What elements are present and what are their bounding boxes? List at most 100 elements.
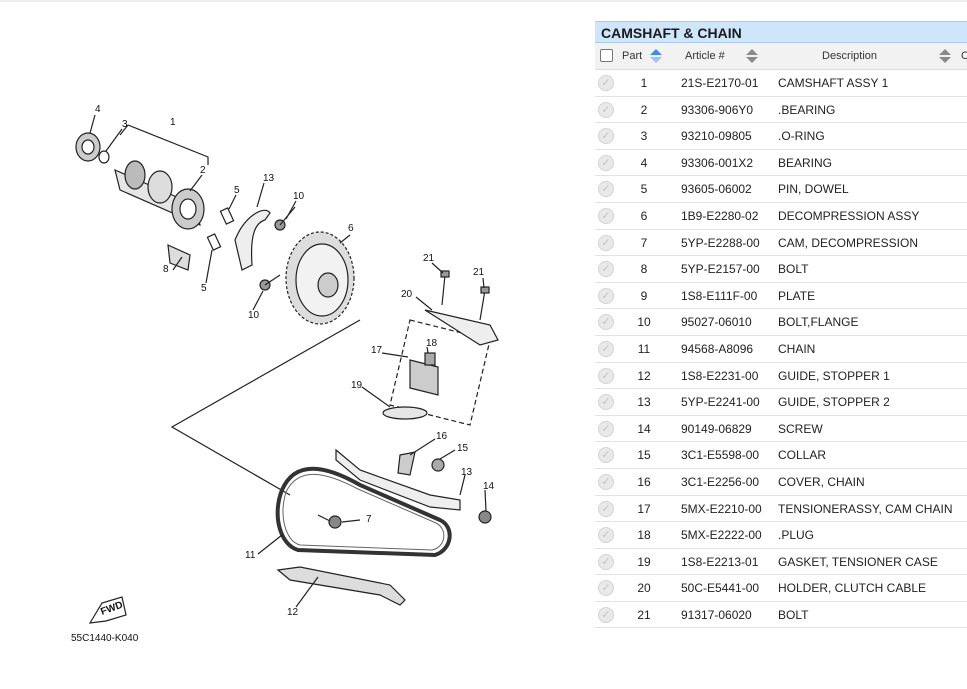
article-number: 93605-06002 xyxy=(681,182,752,197)
fwd-arrow-icon: FWD xyxy=(88,596,127,624)
check-circle-icon[interactable]: ✓ xyxy=(598,527,614,544)
table-row[interactable]: ✓ 2 93306-906Y0 .BEARING xyxy=(595,97,967,124)
check-circle-icon[interactable]: ✓ xyxy=(598,128,614,145)
article-number: 3C1-E5598-00 xyxy=(681,448,760,463)
select-all-checkbox[interactable] xyxy=(600,49,613,62)
callout-9: 13 xyxy=(263,173,275,184)
part-description: TENSIONERASSY, CAM CHAIN xyxy=(778,501,953,516)
part-description: COLLAR xyxy=(778,448,827,463)
article-number: 21S-E2170-01 xyxy=(681,76,759,90)
part-number: 20 xyxy=(637,581,651,596)
part-description: .BEARING xyxy=(778,102,836,117)
part-description: COVER, CHAIN xyxy=(778,474,865,489)
column-description[interactable]: Description xyxy=(822,50,878,62)
article-number: 91317-06020 xyxy=(681,607,752,622)
check-circle-icon[interactable]: ✓ xyxy=(598,101,614,118)
callout-7: 8 xyxy=(163,264,169,275)
article-number: 1S8-E2213-01 xyxy=(681,554,759,569)
article-number: 93210-09805 xyxy=(681,129,752,144)
column-article[interactable]: Article # xyxy=(685,50,725,62)
check-circle-icon[interactable]: ✓ xyxy=(598,207,614,224)
article-number: 93306-906Y0 xyxy=(681,102,754,117)
callout-14: 14 xyxy=(483,481,495,492)
sort-arrows-icon[interactable] xyxy=(648,48,664,64)
check-circle-icon[interactable]: ✓ xyxy=(598,181,614,198)
column-extra[interactable]: C xyxy=(961,50,967,62)
table-row[interactable]: ✓ 19 1S8-E2213-01 GASKET, TENSIONER CASE xyxy=(595,549,967,576)
check-circle-icon[interactable]: ✓ xyxy=(598,154,614,171)
part-number: 10 xyxy=(637,315,651,330)
part-number: 9 xyxy=(640,288,648,303)
article-number: 93306-001X2 xyxy=(681,155,754,170)
part-description: .O-RING xyxy=(778,129,825,144)
article-number: 5MX-E2222-00 xyxy=(681,528,762,543)
part-number: 4 xyxy=(640,155,648,170)
part-number: 16 xyxy=(637,474,651,489)
check-circle-icon[interactable]: ✓ xyxy=(598,500,614,517)
check-circle-icon[interactable]: ✓ xyxy=(598,553,614,570)
callout-12: 12 xyxy=(287,607,299,618)
callout-13: 13 xyxy=(461,467,473,478)
callout-3: 3 xyxy=(122,119,128,130)
article-number: 1B9-E2280-02 xyxy=(681,208,759,223)
part-number: 7 xyxy=(640,235,648,250)
check-circle-icon[interactable]: ✓ xyxy=(598,473,614,490)
article-number: 5YP-E2288-00 xyxy=(681,235,760,250)
part-number: 8 xyxy=(640,262,648,277)
part-number: 2 xyxy=(640,102,648,117)
sort-arrows-icon[interactable] xyxy=(937,48,953,64)
callout-17: 17 xyxy=(371,345,383,356)
part-number: 5 xyxy=(640,182,648,197)
callout-21a: 21 xyxy=(423,253,435,264)
table-header: Part Article # Description C xyxy=(595,43,967,70)
check-circle-icon[interactable]: ✓ xyxy=(598,234,614,251)
check-circle-icon[interactable]: ✓ xyxy=(598,261,614,278)
part-number: 19 xyxy=(637,554,651,569)
top-divider xyxy=(0,0,967,2)
part-description: DECOMPRESSION ASSY xyxy=(778,208,920,223)
callout-20: 20 xyxy=(401,289,413,300)
check-circle-icon[interactable]: ✓ xyxy=(598,340,614,357)
article-number: 1S8-E2231-00 xyxy=(681,368,759,383)
check-circle-icon[interactable]: ✓ xyxy=(598,314,614,331)
article-number: 50C-E5441-00 xyxy=(681,581,760,596)
part-description: GASKET, TENSIONER CASE xyxy=(778,554,938,569)
article-number: 90149-06829 xyxy=(681,421,752,436)
check-circle-icon[interactable]: ✓ xyxy=(598,580,614,597)
column-part[interactable]: Part xyxy=(622,50,643,62)
check-circle-icon[interactable]: ✓ xyxy=(598,367,614,384)
check-circle-icon[interactable]: ✓ xyxy=(598,394,614,411)
part-description: PIN, DOWEL xyxy=(778,182,849,197)
check-circle-icon[interactable]: ✓ xyxy=(598,75,614,91)
part-number: 14 xyxy=(637,421,651,436)
check-circle-icon[interactable]: ✓ xyxy=(598,447,614,464)
sort-arrows-icon[interactable] xyxy=(744,48,760,64)
article-number: 3C1-E2256-00 xyxy=(681,474,760,489)
table-row[interactable]: ✓ 5 93605-06002 PIN, DOWEL xyxy=(595,176,967,203)
check-circle-icon[interactable]: ✓ xyxy=(598,606,614,623)
part-description: BOLT xyxy=(778,262,809,277)
check-circle-icon[interactable]: ✓ xyxy=(598,420,614,437)
part-description: PLATE xyxy=(778,288,816,303)
check-circle-icon[interactable]: ✓ xyxy=(598,287,614,304)
part-number: 11 xyxy=(637,341,651,356)
part-number: 18 xyxy=(637,528,651,543)
table-row[interactable]: ✓ 16 3C1-E2256-00 COVER, CHAIN xyxy=(595,469,967,496)
